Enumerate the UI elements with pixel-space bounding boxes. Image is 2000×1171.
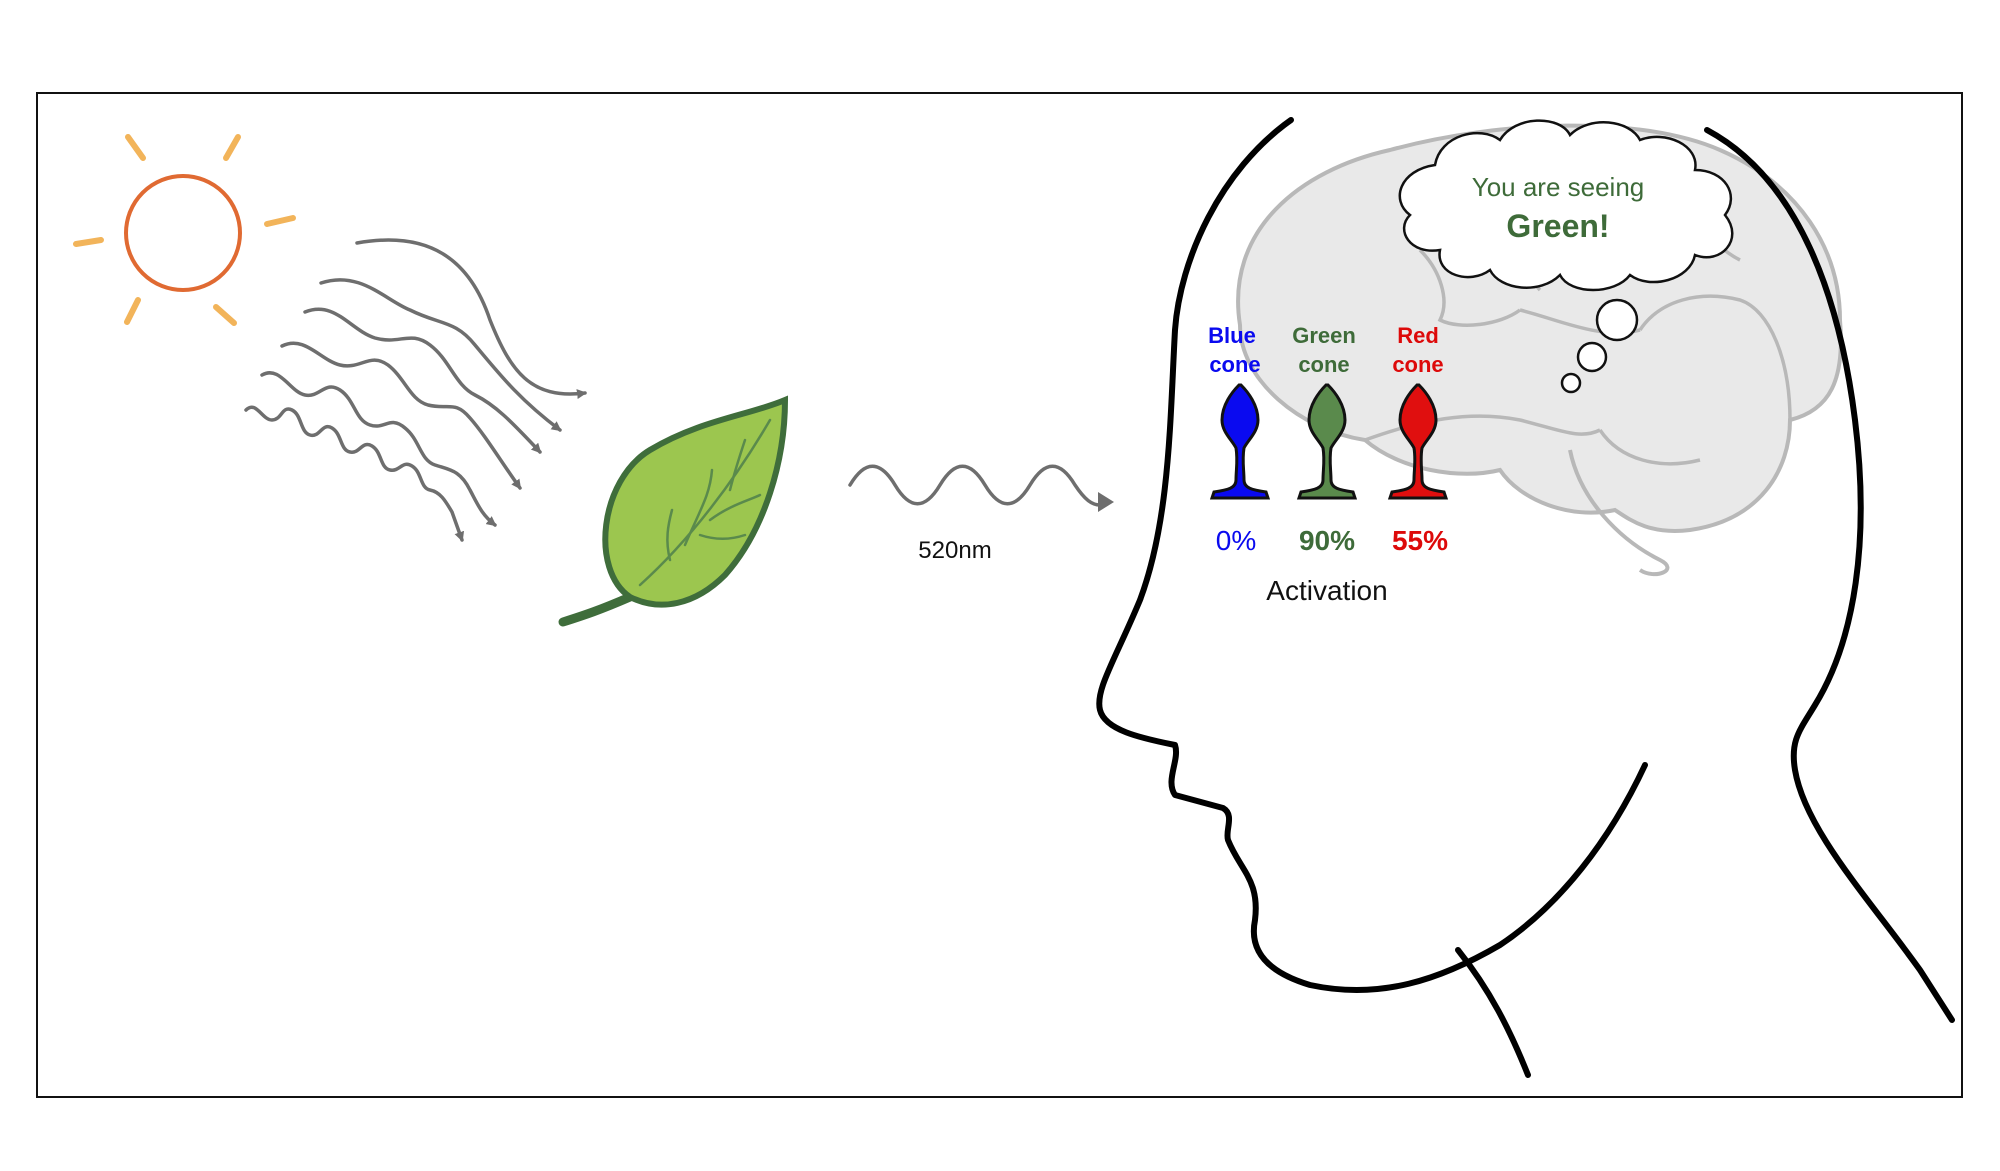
cone-label-line1: Blue <box>1208 323 1256 348</box>
cone-activation-value: 0% <box>1216 525 1256 556</box>
cone-activation-value: 55% <box>1392 525 1448 556</box>
thought-text-line1: You are seeing <box>1472 172 1645 202</box>
cone-label-line2: cone <box>1298 352 1349 377</box>
cone-activation-value: 90% <box>1299 525 1355 556</box>
cone-label-line1: Green <box>1292 323 1356 348</box>
activation-label: Activation <box>1266 575 1387 606</box>
thought-text-line2: Green! <box>1506 208 1609 244</box>
wavelength-label: 520nm <box>918 537 991 564</box>
cone-label-line2: cone <box>1209 352 1260 377</box>
cone-label-line1: Red <box>1397 323 1439 348</box>
cone-label-line2: cone <box>1392 352 1443 377</box>
